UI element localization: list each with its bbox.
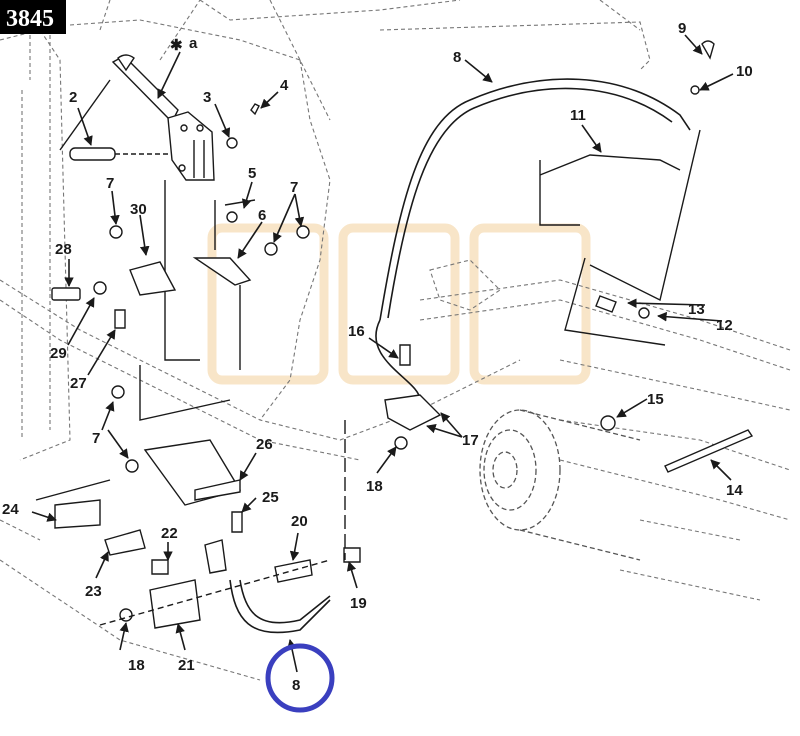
callout-14: 14 — [726, 482, 743, 499]
callout-18: 18 — [128, 657, 145, 674]
cable-bracket-panel — [539, 129, 701, 346]
brake-cable — [229, 78, 691, 634]
callout-26: 26 — [256, 436, 273, 453]
note-letter: a — [189, 35, 198, 52]
callout-16: 16 — [348, 323, 365, 340]
callout-20: 20 — [291, 513, 308, 530]
callout-6: 6 — [258, 207, 266, 224]
vehicle-frame-outline — [0, 0, 791, 681]
callout-23: 23 — [85, 583, 102, 600]
callout-12: 12 — [716, 317, 733, 334]
callout-8: 8 — [453, 49, 461, 66]
callout-8-highlighted: 8 — [292, 677, 300, 694]
callout-3: 3 — [203, 89, 211, 106]
callout-29: 29 — [50, 345, 67, 362]
leader-lines — [31, 34, 734, 673]
equalizer — [384, 394, 442, 431]
callout-22: 22 — [161, 525, 178, 542]
callout-7: 7 — [92, 430, 100, 447]
pin — [59, 79, 170, 161]
hardware — [51, 40, 715, 622]
figure-number: 3845 — [6, 6, 54, 32]
callout-27: 27 — [70, 375, 87, 392]
callout-18: 18 — [366, 478, 383, 495]
return-spring — [664, 429, 754, 473]
callout-11: 11 — [570, 107, 586, 124]
figure-number-badge: 3845 — [0, 0, 66, 34]
callout-15: 15 — [647, 391, 664, 408]
callout-19: 19 — [350, 595, 367, 612]
note-asterisk: ✱ — [170, 37, 183, 54]
brackets — [129, 257, 252, 370]
parking-brake-lever — [111, 54, 215, 181]
callout-2: 2 — [69, 89, 77, 106]
lever-mount-panel — [139, 180, 256, 421]
watermark — [207, 223, 591, 385]
lower-brackets — [35, 439, 331, 629]
callout-25: 25 — [262, 489, 279, 506]
callout-7: 7 — [290, 179, 298, 196]
highlight-ring — [265, 643, 335, 713]
callout-labels: 2 3 4 5 6 7 7 7 7 8 8 9 10 11 12 13 14 1… — [2, 20, 753, 694]
callout-21: 21 — [178, 657, 195, 674]
brake-drum — [479, 409, 641, 561]
callout-9: 9 — [678, 20, 686, 37]
callout-5: 5 — [248, 165, 256, 182]
callout-30: 30 — [130, 201, 147, 218]
callout-4: 4 — [280, 77, 289, 94]
callout-10: 10 — [736, 63, 753, 80]
callout-7: 7 — [106, 175, 114, 192]
callout-28: 28 — [55, 241, 72, 258]
callout-13: 13 — [688, 301, 705, 318]
callout-24: 24 — [2, 501, 19, 518]
callout-17: 17 — [462, 432, 479, 449]
